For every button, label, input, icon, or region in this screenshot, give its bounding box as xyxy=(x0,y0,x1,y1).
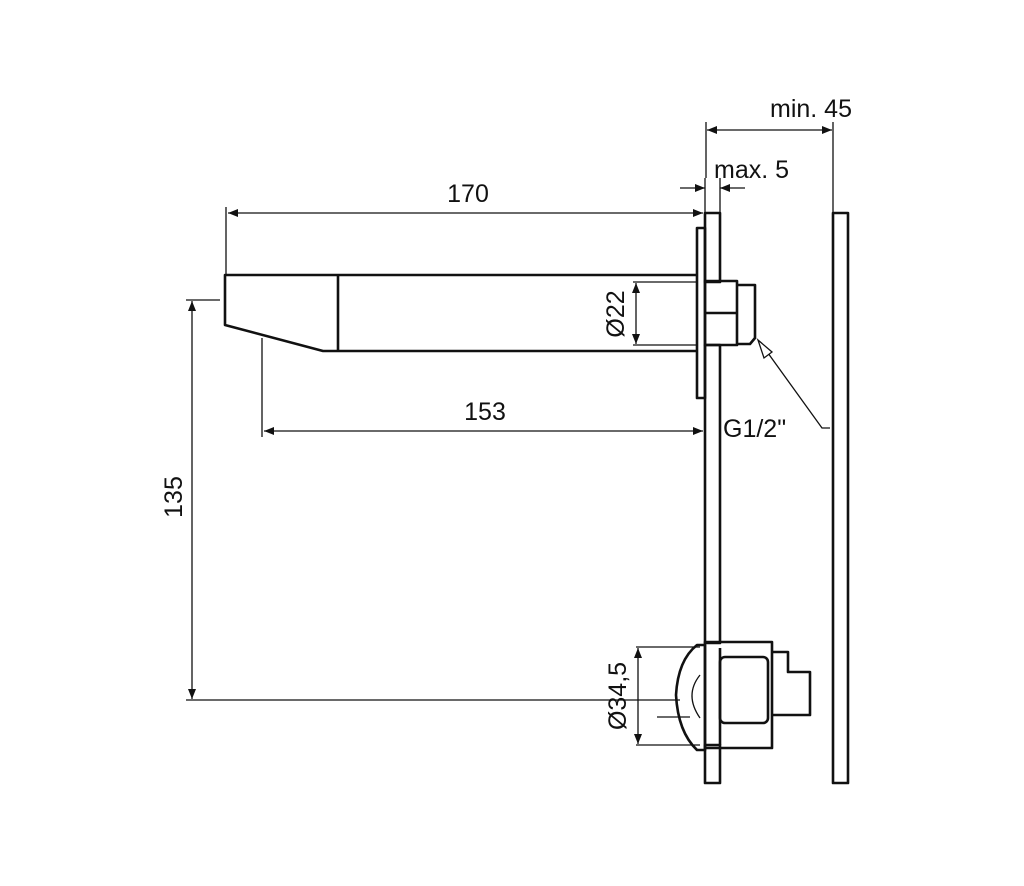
dim-135-label: 135 xyxy=(160,476,188,518)
control-unit xyxy=(674,640,812,752)
dim-d345 xyxy=(634,646,700,746)
dim-153 xyxy=(261,338,703,437)
dim-max5-label: max. 5 xyxy=(714,156,789,184)
connection-nut xyxy=(703,279,757,347)
dim-170-label: 170 xyxy=(447,180,489,208)
dim-d345-label: Ø34,5 xyxy=(604,662,632,730)
front-wall xyxy=(703,211,722,785)
thread-label: G1/2" xyxy=(723,415,786,443)
dim-153-label: 153 xyxy=(464,398,506,426)
dim-d22 xyxy=(632,281,697,346)
thread-leader xyxy=(756,337,830,429)
dim-min45-label: min. 45 xyxy=(770,95,852,123)
dim-min45 xyxy=(705,122,834,213)
spout xyxy=(223,226,707,400)
dim-d22-label: Ø22 xyxy=(602,290,630,337)
dim-max5 xyxy=(680,178,745,213)
dim-170 xyxy=(225,207,703,275)
rear-wall xyxy=(831,211,850,785)
dim-135 xyxy=(186,299,680,701)
